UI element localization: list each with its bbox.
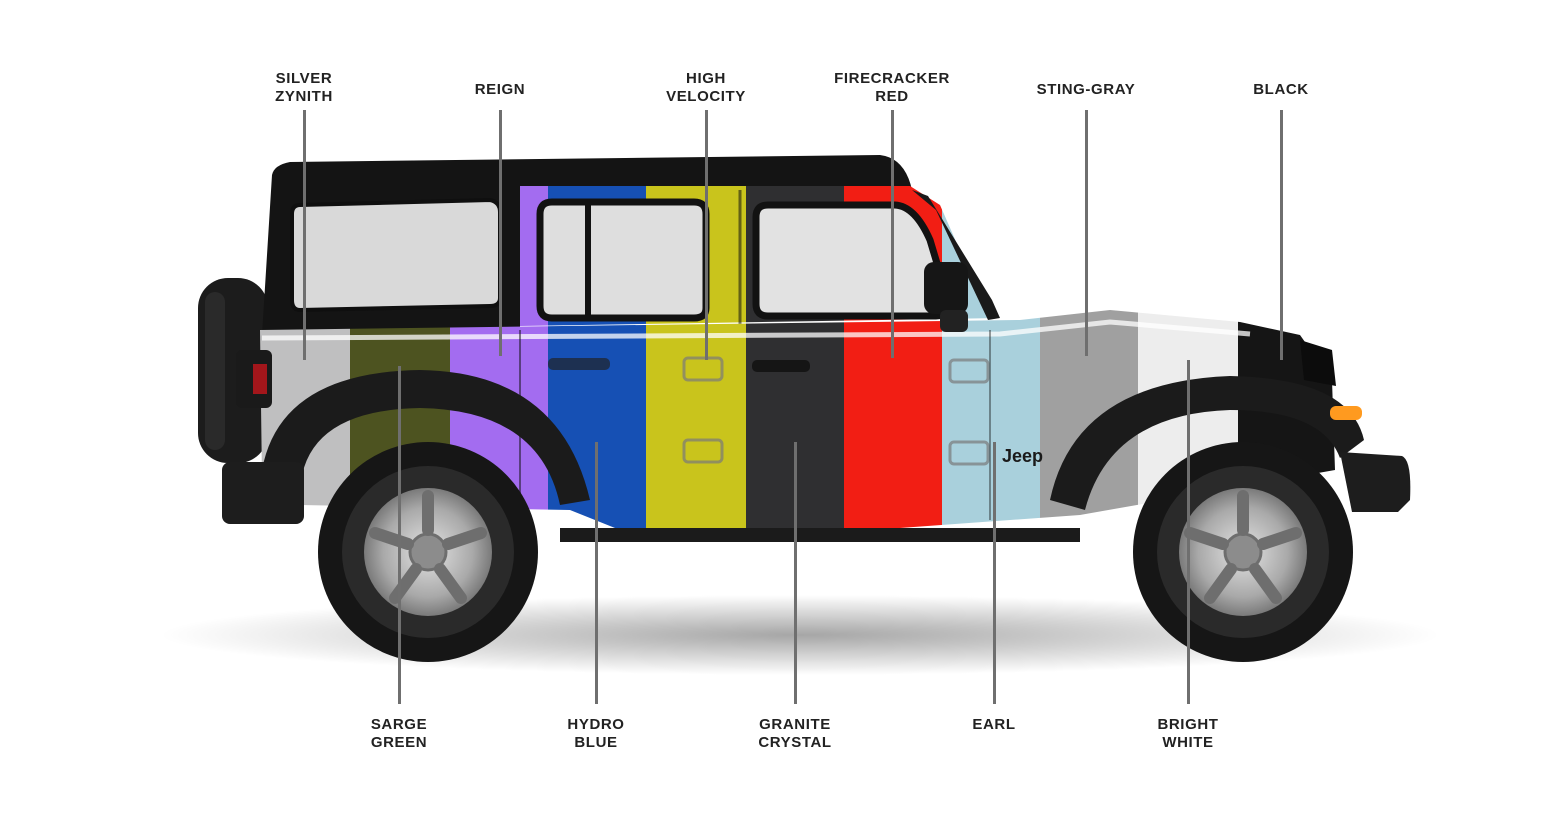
leader-line: [992, 442, 996, 704]
rocker-panel: [560, 528, 1080, 542]
leader-line: [397, 366, 401, 704]
color-name-label: BLACK: [1253, 81, 1309, 98]
front-wheel: [1133, 442, 1353, 662]
color-name-label: HYDRO BLUE: [567, 716, 625, 751]
leader-line: [498, 110, 502, 356]
color-name-label: SARGE GREEN: [370, 716, 428, 751]
leader-line: [890, 110, 894, 358]
paint-swatch-earl: [942, 310, 1040, 530]
rear-door-window: [536, 198, 710, 322]
leader-line: [1279, 110, 1283, 360]
color-name-label: GRANITE CRYSTAL: [758, 716, 832, 751]
front-door-window: [752, 201, 952, 320]
front-bumper: [1340, 452, 1411, 512]
windshield-frame: [912, 190, 1000, 320]
leader-line: [594, 442, 598, 704]
rear-door-handle: [548, 358, 610, 370]
leader-line: [704, 110, 708, 360]
front-fender-flare: [1050, 376, 1364, 510]
rear-bumper: [222, 462, 304, 524]
front-door-handle: [752, 360, 810, 372]
color-name-label: STING-GRAY: [1036, 81, 1136, 98]
color-name-label: SILVER ZYNITH: [275, 70, 333, 105]
leader-line: [793, 442, 797, 704]
jeep-badge: Jeep: [1002, 446, 1043, 466]
paint-swatch-high-velocity: [646, 310, 746, 530]
turn-signal: [1330, 406, 1362, 420]
rear-wheel: [318, 442, 538, 662]
color-name-label: BRIGHT WHITE: [1157, 716, 1219, 751]
leader-line: [1186, 360, 1190, 704]
rear-fender-flare: [262, 370, 590, 505]
color-name-label: HIGH VELOCITY: [666, 70, 746, 105]
color-name-label: REIGN: [474, 81, 526, 98]
color-name-label: FIRECRACKER RED: [834, 70, 950, 105]
leader-line: [302, 110, 306, 360]
side-mirror: [924, 262, 968, 314]
leader-line: [1084, 110, 1088, 356]
rear-window: [290, 197, 502, 313]
color-name-label: EARL: [972, 716, 1016, 733]
